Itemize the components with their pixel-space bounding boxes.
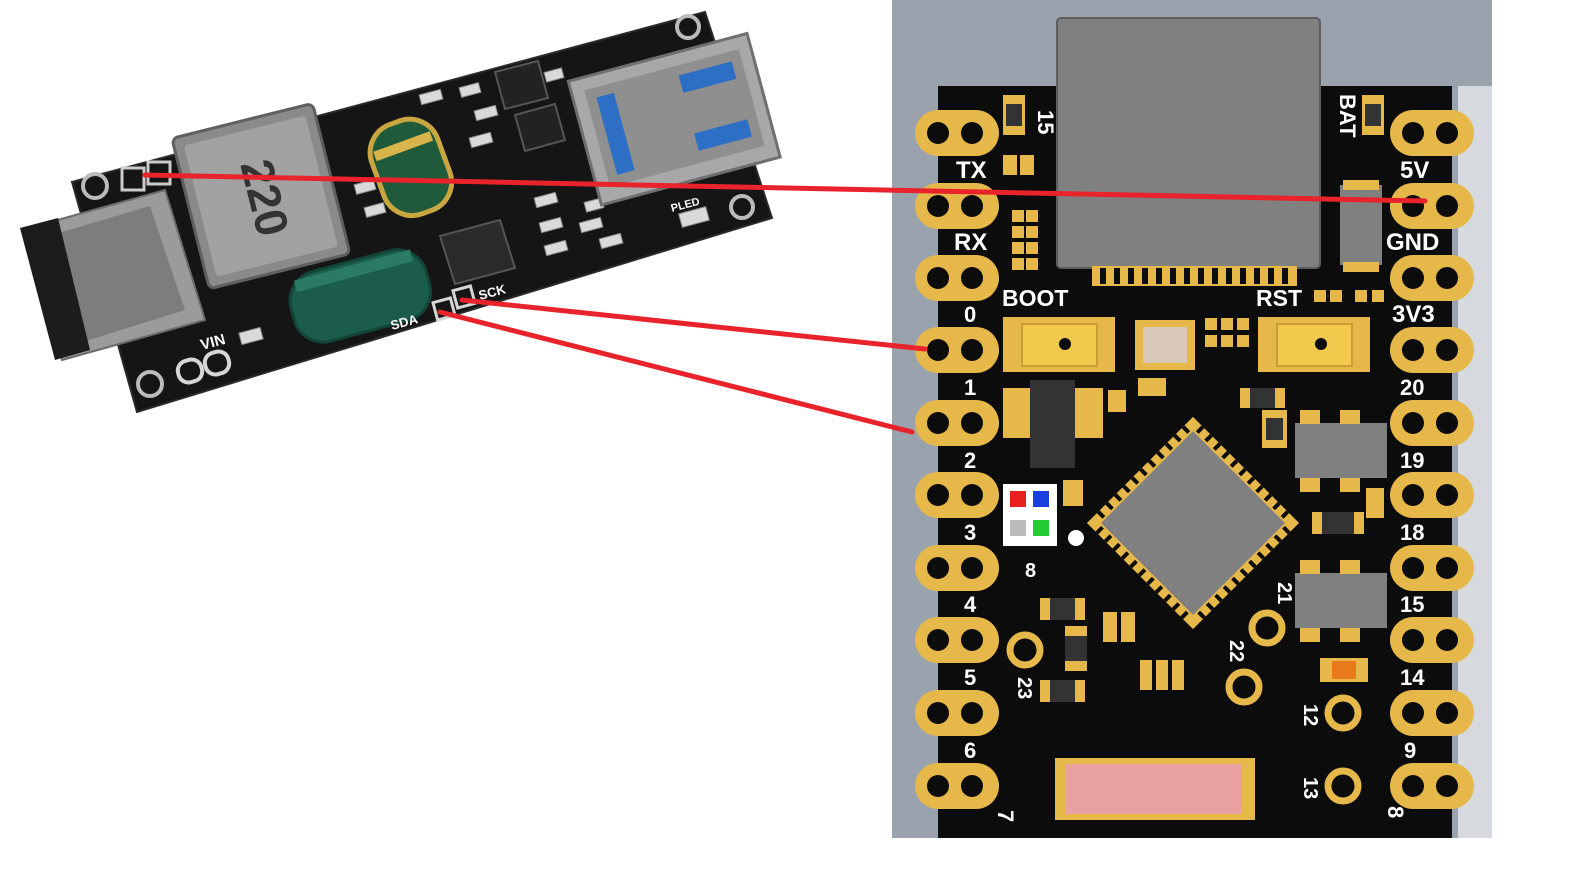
label-21: 21 (1273, 582, 1295, 604)
pin-pad (1390, 183, 1474, 229)
mount-hole (675, 14, 701, 40)
pin-pad (1390, 763, 1474, 809)
vin-pad (175, 357, 205, 385)
ic-chip (513, 102, 567, 153)
pin-label-3: 3 (964, 520, 976, 545)
capacitor-bottom (288, 248, 432, 344)
vin-pad (202, 349, 232, 377)
pin-pad (1390, 255, 1474, 301)
label-8-led: 8 (1025, 560, 1036, 582)
pad (120, 166, 146, 192)
pin-pad (1390, 690, 1474, 736)
pin-pad (1390, 617, 1474, 663)
vin-label: VIN (199, 331, 228, 354)
label-rst: RST (1256, 285, 1302, 311)
pin-label-4: 4 (964, 592, 977, 617)
pin-label-7: 7 (993, 810, 1018, 822)
pin-pad (915, 690, 999, 736)
pin-pad (915, 545, 999, 591)
right-board: TX RX 0 1 2 3 4 5 6 7 5V GND 3V3 20 19 1… (892, 0, 1492, 838)
pin-pad (915, 255, 999, 301)
pin-label-14: 14 (1400, 665, 1425, 690)
pin-label-3v3: 3V3 (1392, 301, 1435, 328)
mcu-chip (1086, 416, 1300, 630)
smd-components (238, 67, 710, 346)
pin-label-2: 2 (964, 448, 976, 473)
usb-c-shell (1056, 17, 1321, 269)
pin-pad (915, 763, 999, 809)
sda-pad (431, 296, 457, 322)
label-boot: BOOT (1002, 285, 1068, 311)
left-header (915, 110, 999, 809)
label-13: 13 (1299, 777, 1321, 799)
pin-pad (1390, 400, 1474, 446)
boot-button (1003, 317, 1115, 372)
pin-label-0: 0 (964, 302, 976, 327)
mount-hole (729, 194, 755, 220)
resistor-array (1012, 210, 1384, 302)
pin-label-1: 1 (964, 375, 976, 400)
sda-label: SDA (389, 311, 420, 333)
pin-label-gnd: GND (1386, 229, 1439, 256)
connection-wires (142, 172, 1428, 435)
right-header (1390, 110, 1474, 809)
ic-chip (438, 218, 517, 286)
pin-label-15: 15 (1400, 592, 1424, 617)
usb-output-connector (566, 31, 783, 207)
pin-pad (915, 327, 999, 373)
wire-5v (142, 172, 1428, 204)
pin-label-6: 6 (964, 738, 976, 763)
test-pads (1006, 609, 1362, 805)
rst-button (1258, 317, 1370, 372)
pin-label-5v: 5V (1400, 157, 1429, 184)
label-15-top: 15 (1033, 110, 1058, 134)
right-pin-labels: 5V GND 3V3 20 19 18 15 14 9 8 (1383, 157, 1439, 818)
pin-label-19: 19 (1400, 448, 1424, 473)
mount-hole (81, 172, 109, 200)
ic-chip (493, 59, 550, 111)
pin-pad (1390, 110, 1474, 156)
pin-label-18: 18 (1400, 520, 1424, 545)
sck-pad (451, 284, 477, 310)
pin-pad (1390, 545, 1474, 591)
label-23: 23 (1013, 677, 1035, 699)
wire-sda-to-pin1 (437, 309, 915, 435)
pin-label-rx: RX (954, 229, 987, 256)
pin-pad (915, 110, 999, 156)
sck-label: SCK (477, 281, 508, 303)
label-22: 22 (1225, 640, 1247, 662)
left-pin-labels: TX RX 0 1 2 3 4 5 6 7 (954, 157, 1018, 822)
pin-label-tx: TX (956, 157, 987, 184)
label-12: 12 (1299, 704, 1321, 726)
wire-sck-to-pin0 (459, 297, 928, 352)
voltage-regulator (1003, 380, 1103, 468)
left-board: 220 (20, 10, 783, 414)
label-bat: BAT (1335, 94, 1360, 138)
pin-label-8: 8 (1383, 806, 1408, 818)
pin-label-20: 20 (1400, 375, 1424, 400)
rgb-led (1003, 484, 1057, 546)
pin-pad (915, 617, 999, 663)
pin-pad (915, 472, 999, 518)
pin-pad (1390, 472, 1474, 518)
pin-pad (1390, 327, 1474, 373)
pin-label-9: 9 (1404, 738, 1416, 763)
mount-hole (136, 370, 164, 398)
pin-pad (915, 400, 999, 446)
pin-pad (915, 183, 999, 229)
pin-label-5: 5 (964, 665, 976, 690)
